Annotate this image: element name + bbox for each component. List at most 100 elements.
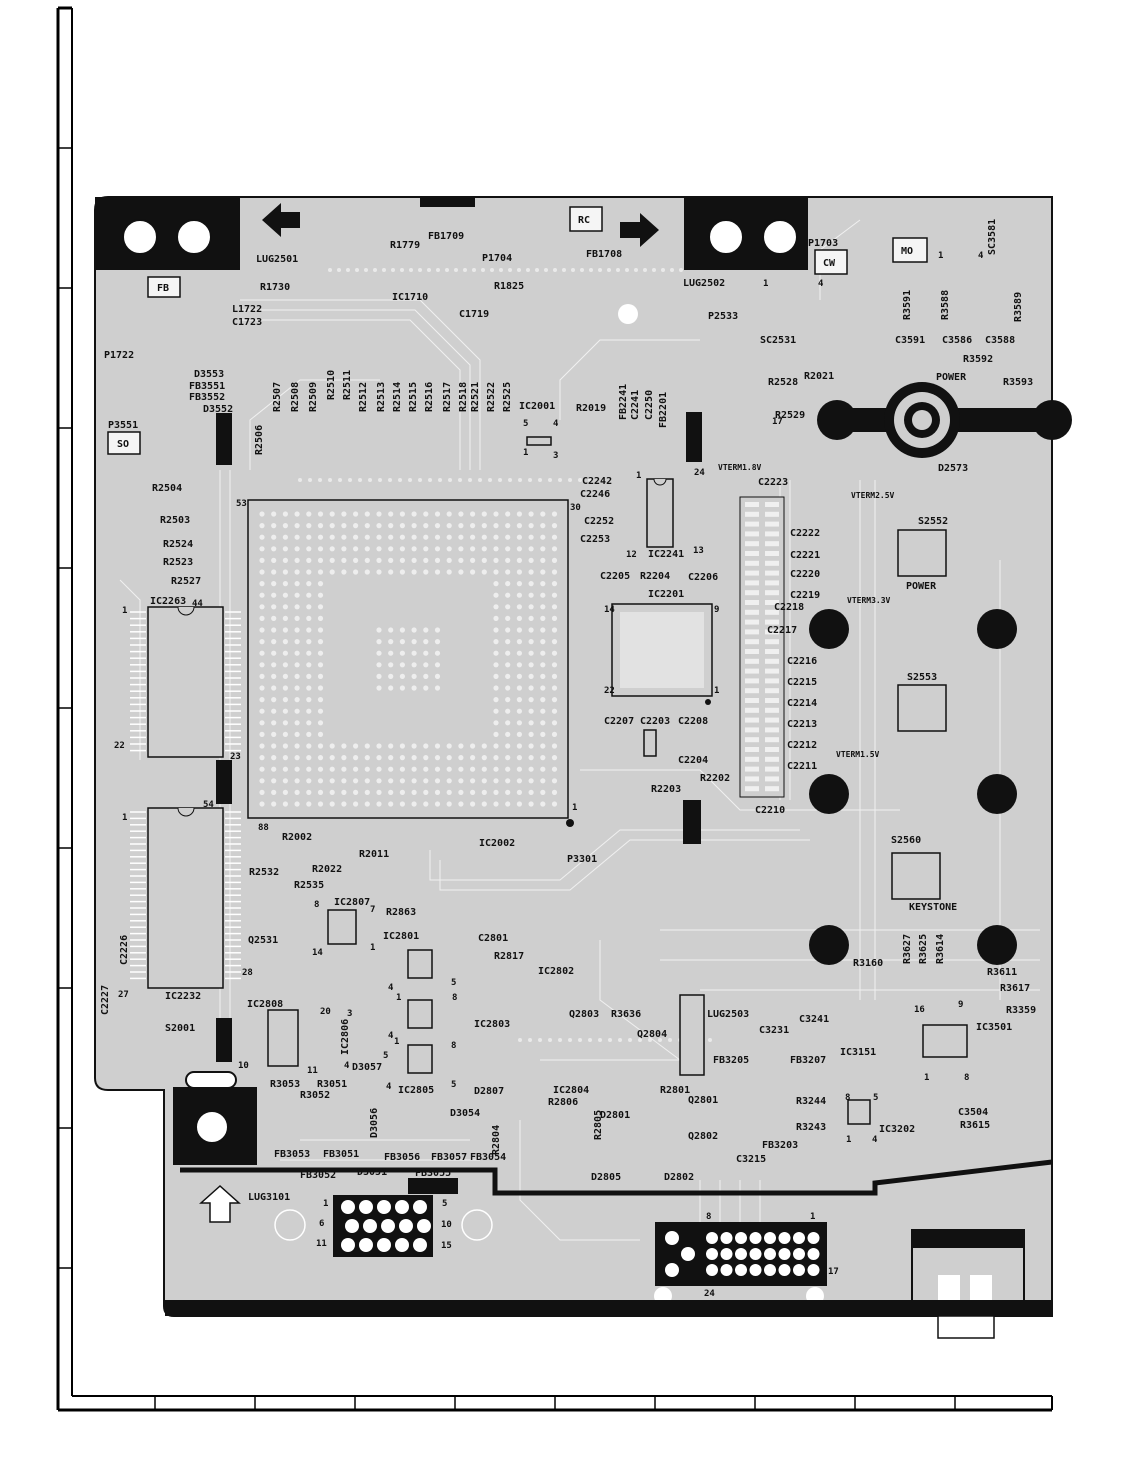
component-label-r2515: R2515 [408,382,419,412]
component-label-vterm33v: VTERM3.3V [847,596,891,605]
component-label-r1730: R1730 [260,282,290,293]
component-label-r2528: R2528 [768,377,798,388]
component-label-c2227: C2227 [100,985,111,1015]
pin-number: 14 [604,605,615,615]
component-label-c2217: C2217 [767,625,797,636]
component-label-c3504: C3504 [958,1107,988,1118]
component-label-r3617: R3617 [1000,983,1030,994]
pin-number: 1 [394,1037,399,1047]
component-label-c2801: C2801 [478,933,508,944]
component-label-fb3051: FB3051 [323,1149,359,1160]
pin-number: 88 [258,823,269,833]
component-label-r2504: R2504 [152,483,182,494]
component-label-d2802: D2802 [664,1172,694,1183]
component-label-c2211: C2211 [787,761,817,772]
component-label-c2210: C2210 [755,805,785,816]
component-label-r2535: R2535 [294,880,324,891]
component-label-c2221: C2221 [790,550,820,561]
pin-number: 5 [451,978,456,988]
pin-number: 4 [553,419,559,429]
component-label-r2019: R2019 [576,403,606,414]
ground-trace [180,1159,1053,1196]
component-label-r2863: R2863 [386,907,416,918]
component-label-r3615: R3615 [960,1120,990,1131]
page-frame [56,6,1053,1412]
component-label-vterm15v: VTERM1.5V [836,750,880,759]
component-label-c2207: C2207 [604,716,634,727]
component-label-lug3101: LUG3101 [248,1192,290,1203]
component-label-fb2201: FB2201 [658,392,669,428]
pin-number: 17 [828,1267,839,1277]
component-label-r3588: R3588 [940,290,951,320]
component-label-r3591: R3591 [902,290,913,320]
pin-number: 1 [846,1135,851,1145]
component-label-p1703: P1703 [808,238,838,249]
component-label-ic2805: IC2805 [398,1085,434,1096]
component-label-c2222: C2222 [790,528,820,539]
connector-p2201 [739,496,785,798]
component-label-r3053: R3053 [270,1079,300,1090]
component-label-c2253: C2253 [580,534,610,545]
pin-number: 1 [523,448,528,458]
component-label-r2517: R2517 [442,382,453,412]
pin-number: 17 [772,417,783,427]
pin-number: 5 [383,1051,388,1061]
pin-number: 12 [626,550,637,560]
component-label-d3553: D3553 [194,369,224,380]
pin-number: 8 [706,1212,711,1222]
ic2002-bga [247,499,574,827]
component-label-r2518: R2518 [458,382,469,412]
pin-number: 53 [236,499,247,509]
component-label-r2805: R2805 [593,1110,604,1140]
pin-number: 7 [370,905,375,915]
component-label-s2553: S2553 [907,672,937,683]
component-label-q2804: Q2804 [637,1029,667,1040]
component-label-r3625: R3625 [918,934,929,964]
component-label-q2801: Q2801 [688,1095,718,1106]
component-label-fb3056: FB3056 [384,1152,420,1163]
component-label-c2214: C2214 [787,698,817,709]
component-label-r2203: R2203 [651,784,681,795]
pin-number: 4 [386,1082,392,1092]
component-label-l1722: L1722 [232,304,262,315]
component-label-r3052: R3052 [300,1090,330,1101]
pin-number: 1 [810,1212,815,1222]
component-label-r2516: R2516 [424,382,435,412]
component-label-r2522: R2522 [486,382,497,412]
component-labels: FB1709R1779LUG2501R1730FBL1722C1723P1722… [100,215,1036,1299]
component-label-r2508: R2508 [290,382,301,412]
ic2241-chip [646,478,674,548]
pin-number: 1 [938,251,943,261]
component-label-c2246: C2246 [580,489,610,500]
pin-number: 8 [314,900,319,910]
pin-number: 44 [192,599,203,609]
pin-number: 1 [370,943,375,953]
component-label-r3243: R3243 [796,1122,826,1133]
component-label-ic2001: IC2001 [519,401,555,412]
pin-number: 6 [319,1219,324,1229]
component-label-sc3581: SC3581 [987,219,998,255]
component-label-c2220: C2220 [790,569,820,580]
component-label-r3051: R3051 [317,1079,347,1090]
pin-number: 11 [307,1066,318,1076]
component-label-lug2501: LUG2501 [256,254,298,265]
small-ics [267,436,968,1125]
component-label-ic2802: IC2802 [538,966,574,977]
component-label-p1704: P1704 [482,253,512,264]
pin-number: 5 [523,419,528,429]
component-label-r2532: R2532 [249,867,279,878]
pin-number: 8 [452,993,457,1003]
component-label-c3231: C3231 [759,1025,789,1036]
component-label-r2002: R2002 [282,832,312,843]
pin-number: 13 [693,546,704,556]
fiducial [618,304,638,324]
component-label-r1779: R1779 [390,240,420,251]
pin-number: 1 [763,279,768,289]
component-label-r2511: R2511 [342,370,353,400]
component-label-ic2807: IC2807 [334,897,370,908]
component-label-ic2232: IC2232 [165,991,201,1002]
component-label-r2509: R2509 [308,382,319,412]
component-label-lug2503: LUG2503 [707,1009,749,1020]
component-label-r2503: R2503 [160,515,190,526]
